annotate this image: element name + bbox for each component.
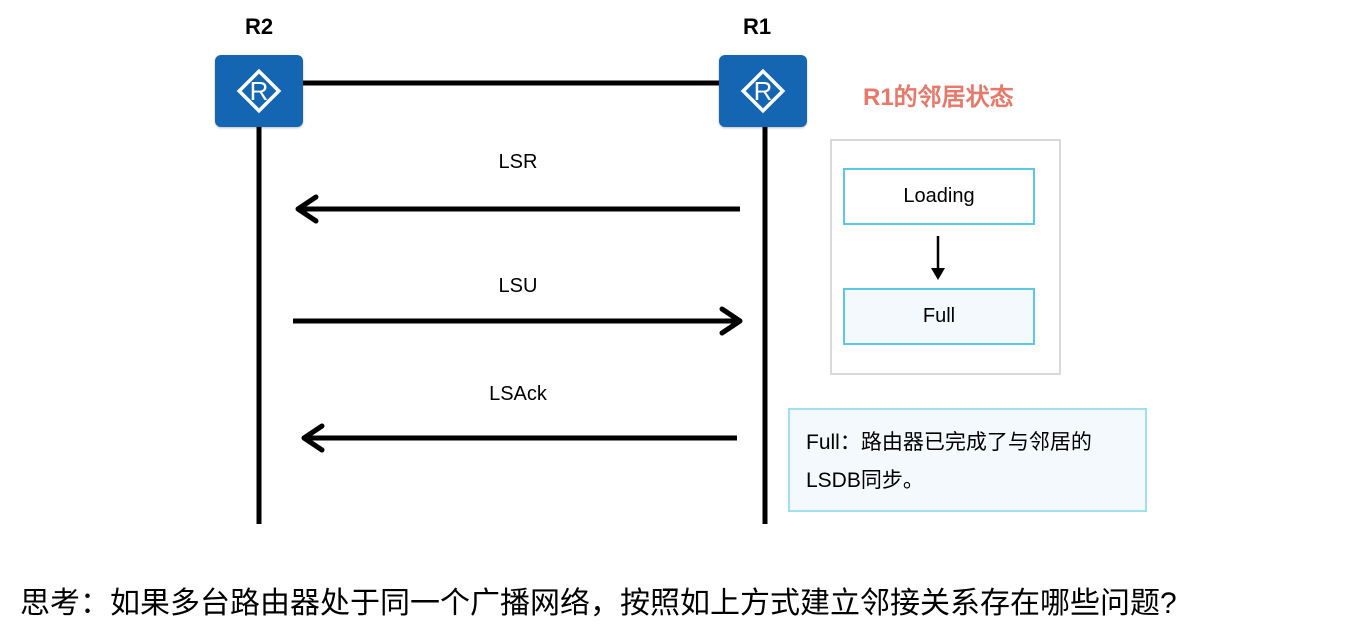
- router-icon: R: [236, 68, 282, 114]
- router-r2: R: [215, 55, 303, 127]
- state-full: Full: [843, 288, 1035, 345]
- note-line-1: Full：路由器已完成了与邻居的: [806, 431, 1092, 454]
- lsu-arrow: [293, 306, 743, 336]
- lsack-arrow: [301, 423, 737, 453]
- router-r1-label: R1: [742, 14, 772, 39]
- state-transition-arrow: [931, 236, 945, 280]
- state-panel-title: R1的邻居状态: [863, 84, 1014, 111]
- state-loading: Loading: [843, 168, 1035, 225]
- svg-text:R: R: [250, 76, 269, 106]
- full-state-note: Full：路由器已完成了与邻居的 LSDB同步。: [788, 408, 1147, 512]
- router-r1: R: [719, 55, 807, 127]
- lsr-arrow: [295, 194, 740, 224]
- svg-text:R: R: [754, 76, 773, 106]
- router-icon: R: [740, 68, 786, 114]
- lsr-label: LSR: [498, 151, 538, 173]
- lsu-label: LSU: [498, 275, 538, 297]
- note-line-2: LSDB同步。: [806, 469, 924, 492]
- lsack-label: LSAck: [489, 383, 547, 405]
- router-r2-label: R2: [244, 14, 274, 39]
- question-text: 思考：如果多台路由器处于同一个广播网络，按照如上方式建立邻接关系存在哪些问题?: [20, 587, 1177, 620]
